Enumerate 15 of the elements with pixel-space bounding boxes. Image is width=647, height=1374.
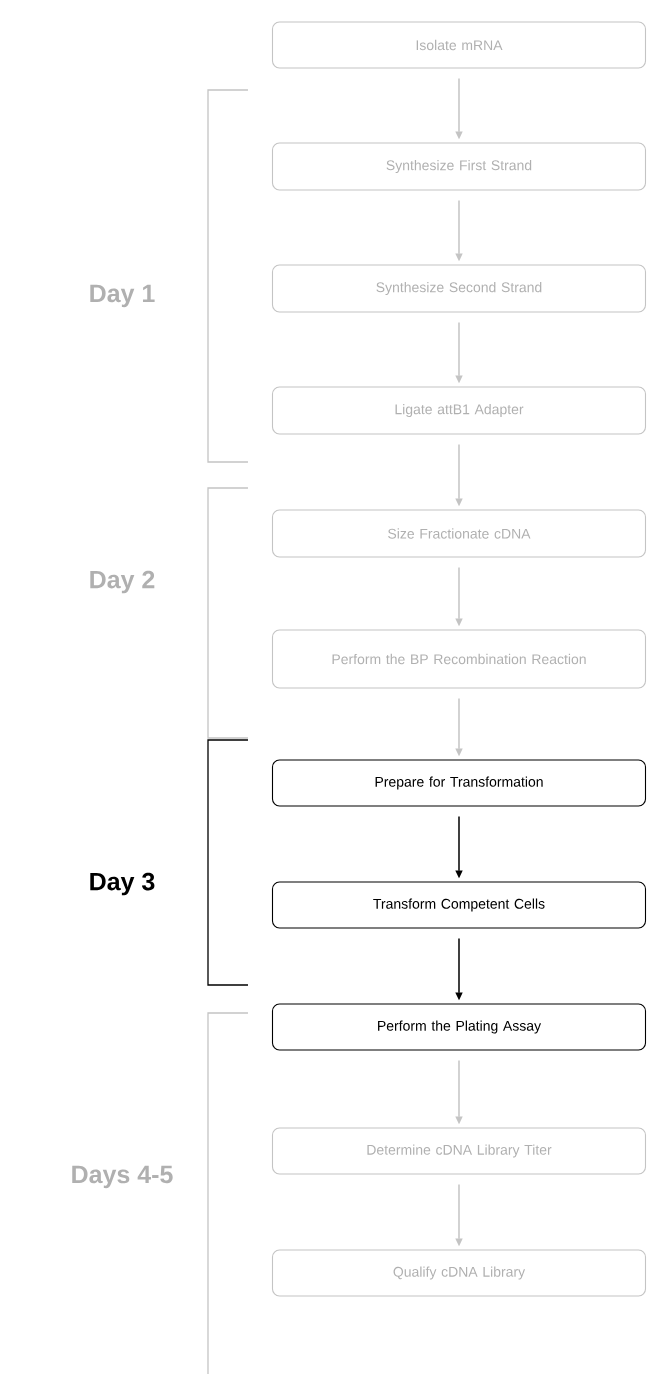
process-box: Perform the Plating Assay (271, 1003, 647, 1051)
process-box: Isolate mRNA (271, 21, 647, 69)
day-label: Day 2 (90, 570, 155, 594)
day-label: Days 4-5 (72, 1165, 173, 1189)
process-box: Transform Competent Cells (271, 881, 647, 929)
process-box: Synthesize Second Strand (271, 264, 647, 313)
process-box: Perform the BP Recombination Reaction (271, 629, 647, 689)
day-label: Day 1 (90, 284, 155, 308)
process-box: Synthesize First Strand (271, 142, 647, 191)
process-box: Qualify cDNA Library (271, 1249, 647, 1297)
process-box: Size Fractionate cDNA (271, 509, 647, 558)
process-box: Prepare for Transformation (271, 759, 647, 807)
day-label: Day 3 (90, 872, 155, 896)
process-box: Determine cDNA Library Titer (271, 1127, 647, 1175)
process-box: Ligate attB1 Adapter (271, 386, 647, 435)
